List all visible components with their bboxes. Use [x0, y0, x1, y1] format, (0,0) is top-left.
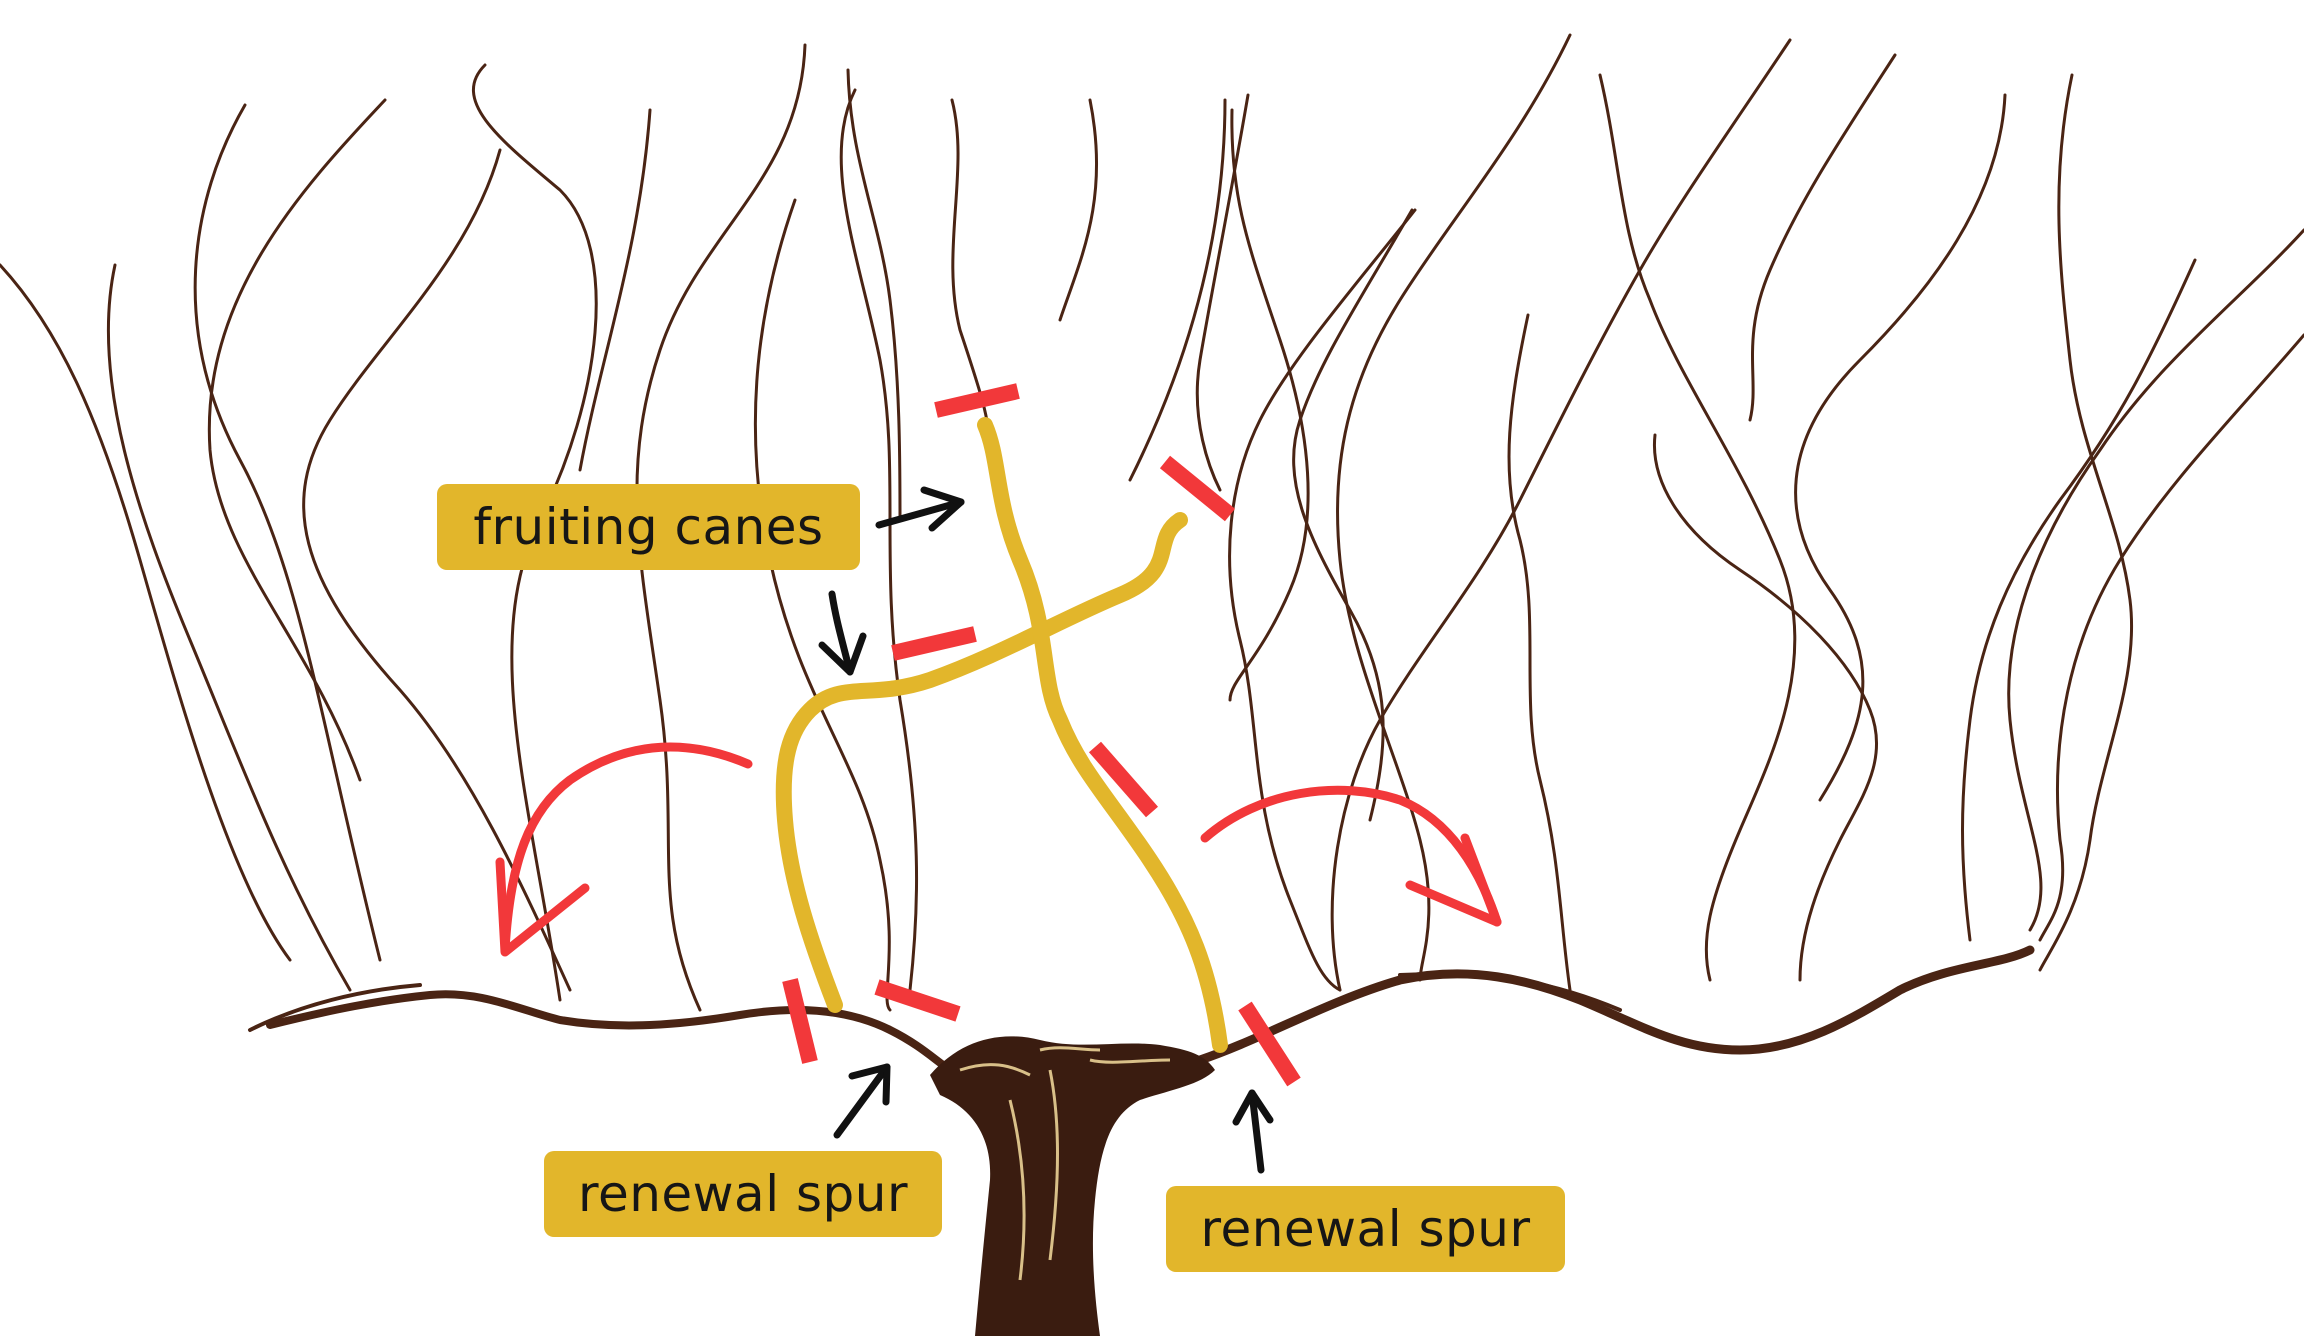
cane	[1230, 210, 1415, 990]
bend-arrows	[500, 747, 1497, 952]
cane	[209, 100, 385, 780]
right-cordon	[1200, 950, 2030, 1060]
cane	[108, 265, 350, 990]
pointer-arrow-spur-left	[837, 1067, 887, 1135]
cane	[0, 265, 290, 960]
cane	[580, 110, 650, 470]
cut-marks	[790, 391, 1294, 1082]
cane	[1130, 100, 1225, 480]
cut-mark	[893, 634, 975, 653]
label-renewal-spur-right: renewal spur	[1166, 1186, 1565, 1272]
cane	[1654, 435, 1876, 980]
cane	[1750, 55, 1895, 420]
left-cordon	[270, 994, 950, 1070]
cane	[1600, 75, 1795, 980]
label-renewal-spur-left: renewal spur	[544, 1151, 942, 1237]
cane	[1332, 40, 1790, 990]
cane	[755, 200, 890, 1010]
cane	[1060, 100, 1097, 320]
cane	[848, 70, 900, 520]
cane	[2040, 335, 2304, 940]
fruiting-cane-left	[784, 520, 1180, 1005]
cane	[2009, 230, 2304, 930]
label-fruiting-canes: fruiting canes	[437, 484, 860, 570]
cut-mark	[936, 391, 1018, 410]
cane	[304, 150, 570, 990]
cut-mark	[790, 980, 810, 1062]
cane	[1294, 210, 1412, 820]
cane	[1963, 260, 2196, 940]
cane	[195, 105, 380, 960]
